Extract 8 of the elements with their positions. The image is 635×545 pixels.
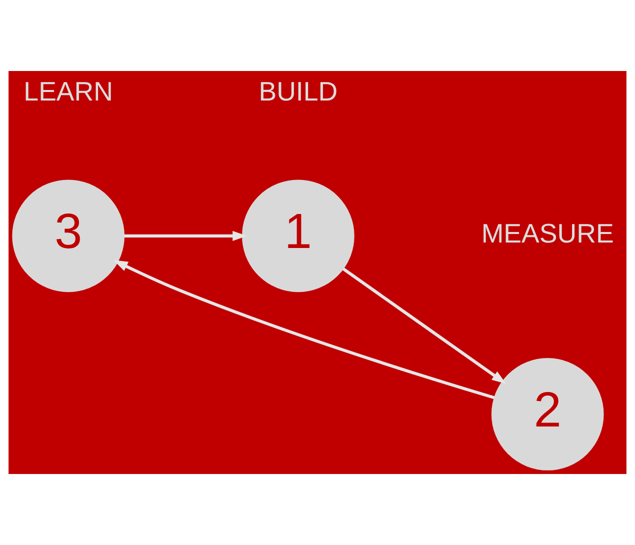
arrow [342, 268, 506, 384]
arrow [113, 260, 495, 400]
node-label: MEASURE [481, 218, 614, 248]
arrow [124, 230, 248, 241]
node-label: LEARN [24, 76, 113, 107]
node-circle: 3 [12, 180, 124, 292]
node-circle: 1 [242, 180, 354, 292]
node-label: BUILD [258, 76, 338, 107]
